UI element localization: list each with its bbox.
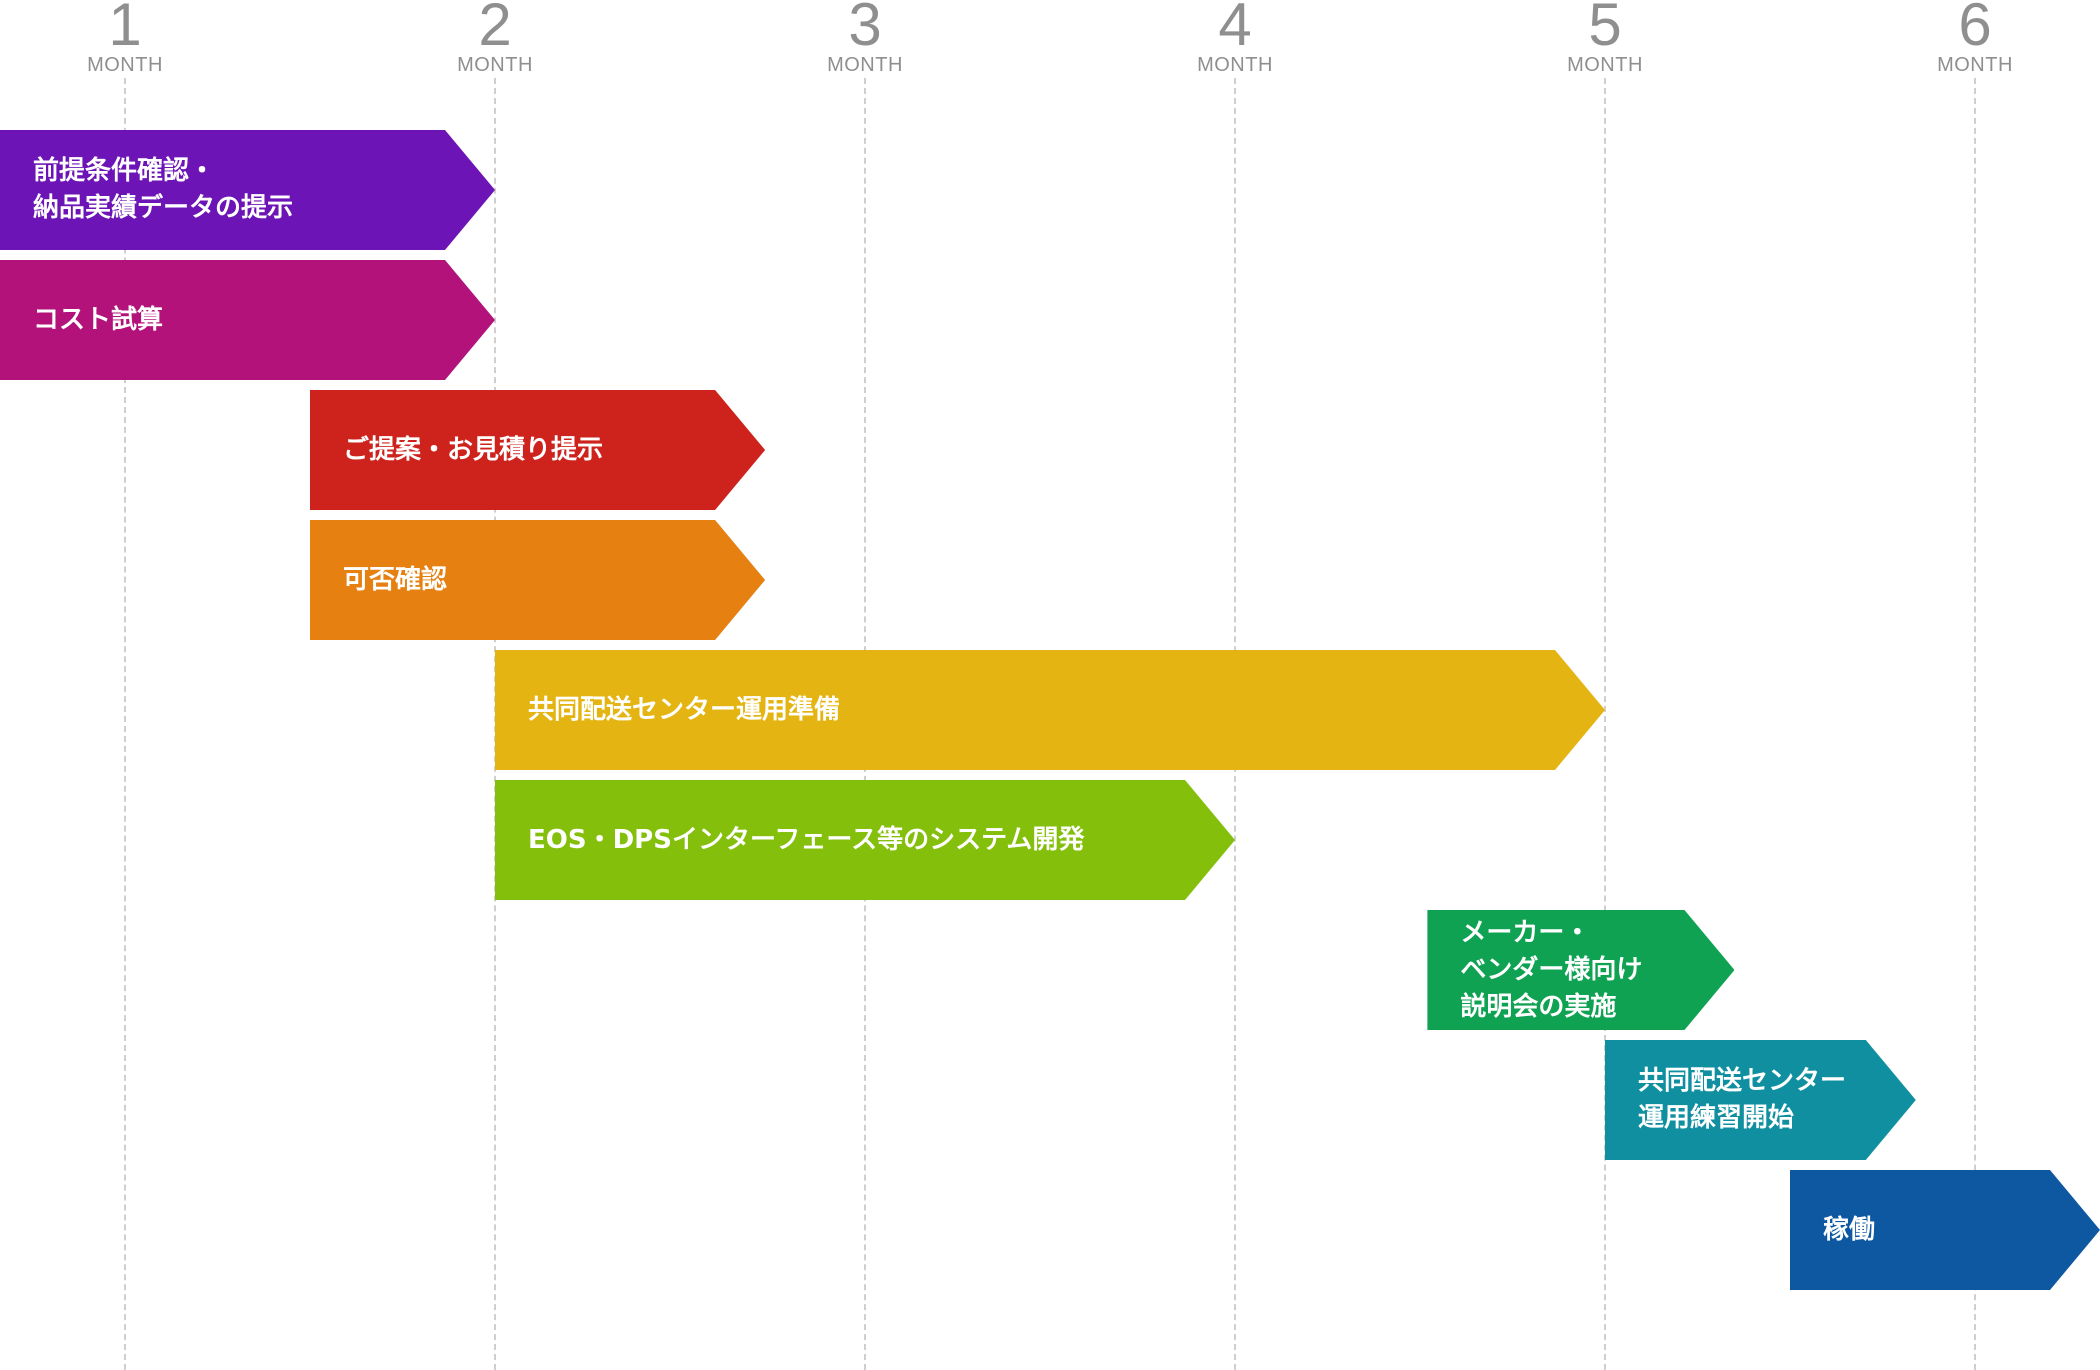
month-number: 3: [848, 0, 882, 58]
month-number: 1: [108, 0, 142, 58]
month-unit-label: MONTH: [827, 54, 903, 76]
task-label: 前提条件確認・ 納品実績データの提示: [33, 156, 294, 223]
month-number: 2: [478, 0, 512, 58]
month-gridline: [124, 78, 126, 1370]
month-unit-label: MONTH: [1937, 54, 2013, 76]
task-arrow: 稼働: [1790, 1170, 2100, 1290]
month-number: 5: [1588, 0, 1622, 58]
month-unit-label: MONTH: [1197, 54, 1273, 76]
task-arrow: 前提条件確認・ 納品実績データの提示: [0, 130, 495, 250]
task-arrow: コスト試算: [0, 260, 495, 380]
task-arrow: メーカー・ ベンダー様向け 説明会の実施: [1427, 910, 1735, 1030]
task-label: メーカー・ ベンダー様向け 説明会の実施: [1460, 917, 1643, 1022]
task-arrow: EOS・DPSインターフェース等のシステム開発: [495, 780, 1235, 900]
task-arrow: 共同配送センター 運用練習開始: [1605, 1040, 1916, 1160]
month-gridline: [1604, 78, 1606, 1370]
task-label: EOS・DPSインターフェース等のシステム開発: [528, 824, 1085, 855]
month-unit-label: MONTH: [1567, 54, 1643, 76]
task-label: 稼働: [1823, 1214, 1876, 1245]
month-unit-label: MONTH: [457, 54, 533, 76]
task-arrow: 可否確認: [310, 520, 766, 640]
month-number: 6: [1958, 0, 1992, 58]
task-label: 共同配送センター 運用練習開始: [1638, 1066, 1847, 1133]
task-label: コスト試算: [33, 304, 164, 335]
task-label: 可否確認: [343, 564, 448, 595]
task-arrow: 共同配送センター運用準備: [495, 650, 1605, 770]
task-label: ご提案・お見積り提示: [343, 434, 604, 465]
month-gridline: [1974, 78, 1976, 1370]
task-arrow: ご提案・お見積り提示: [310, 390, 766, 510]
month-unit-label: MONTH: [87, 54, 163, 76]
month-number: 4: [1218, 0, 1252, 58]
task-label: 共同配送センター運用準備: [528, 694, 841, 725]
